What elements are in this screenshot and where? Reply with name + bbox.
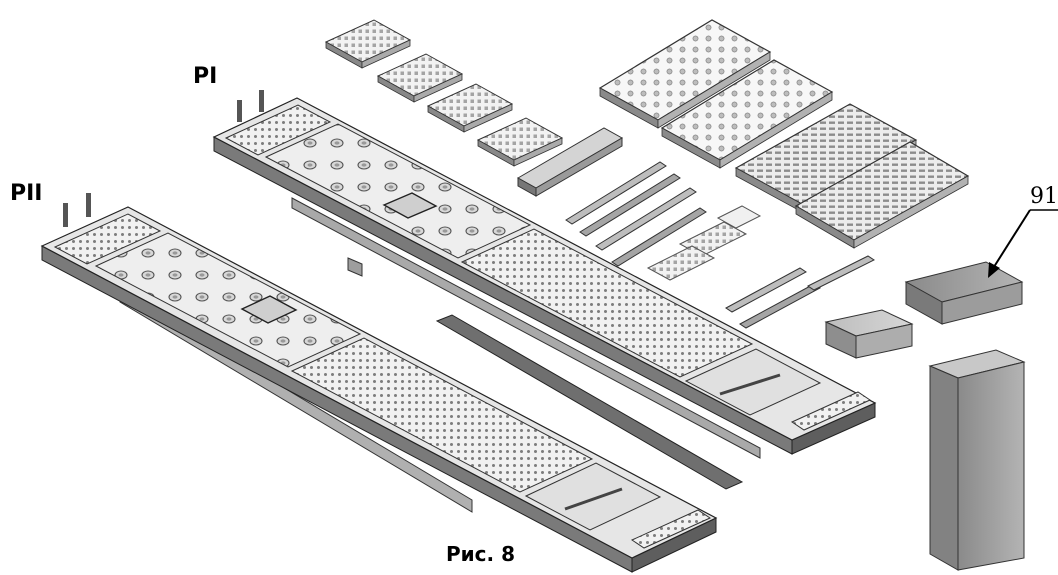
rail-pi-post-1 xyxy=(237,100,242,122)
rail-pii-label: PII xyxy=(10,181,43,206)
rail-pi-end-pad-left xyxy=(224,104,332,156)
channel-piece xyxy=(516,127,624,197)
rail-pi-bracket xyxy=(347,257,363,277)
rods xyxy=(565,161,875,329)
rod-5 xyxy=(725,267,807,313)
large-plate-4 xyxy=(794,141,970,249)
connector-pieces xyxy=(646,205,762,281)
large-plates xyxy=(598,19,970,249)
rail-pi-end-pad-right xyxy=(790,391,872,431)
rail-pii-plain-plate xyxy=(524,462,662,531)
rail-pii-slot xyxy=(564,487,623,511)
long-strip xyxy=(435,314,744,490)
rail-pi-stud-field xyxy=(460,228,754,378)
rail-pi-post-2 xyxy=(259,90,264,112)
rail-pii-end-pad-right xyxy=(630,509,712,549)
rail-pi-slot xyxy=(719,373,781,396)
rod-1 xyxy=(565,161,667,225)
rail-pii-end-pad-left xyxy=(53,213,162,265)
rod-7 xyxy=(807,255,875,291)
rod-6 xyxy=(739,283,821,329)
part-91-leader xyxy=(988,209,1058,278)
rod-4 xyxy=(611,207,707,267)
rail-pii xyxy=(40,193,718,573)
block-tall xyxy=(928,349,1026,571)
rod-3 xyxy=(595,187,697,251)
small-tiles xyxy=(324,19,564,167)
block-small xyxy=(824,309,914,359)
rail-pi xyxy=(212,90,877,459)
rail-pii-post-1 xyxy=(63,203,68,227)
small-tile-3 xyxy=(426,83,514,133)
small-tile-2 xyxy=(376,53,464,103)
connector-3 xyxy=(646,245,716,281)
large-plate-2 xyxy=(660,59,834,169)
block-91 xyxy=(904,261,1024,325)
rail-pii-stud-field xyxy=(290,337,594,493)
rail-pii-post-2 xyxy=(86,193,91,217)
rail-pi-ring-field xyxy=(264,123,532,259)
rail-pi-beam xyxy=(291,197,761,459)
rail-pi-label: PI xyxy=(193,64,218,89)
arrow-head-icon xyxy=(988,262,1000,278)
figure-caption: Рис. 8 xyxy=(446,542,516,566)
part-number-label: 91 xyxy=(1030,184,1058,209)
rail-pi-center-pad xyxy=(382,192,438,219)
large-plate-1 xyxy=(598,19,772,129)
rail-pii-ring-field xyxy=(94,232,362,368)
small-tile-4 xyxy=(476,117,564,167)
connector-1 xyxy=(716,205,762,229)
rail-pii-center-pad xyxy=(240,295,298,324)
small-tile-1 xyxy=(324,19,412,69)
rod-2 xyxy=(579,173,681,237)
